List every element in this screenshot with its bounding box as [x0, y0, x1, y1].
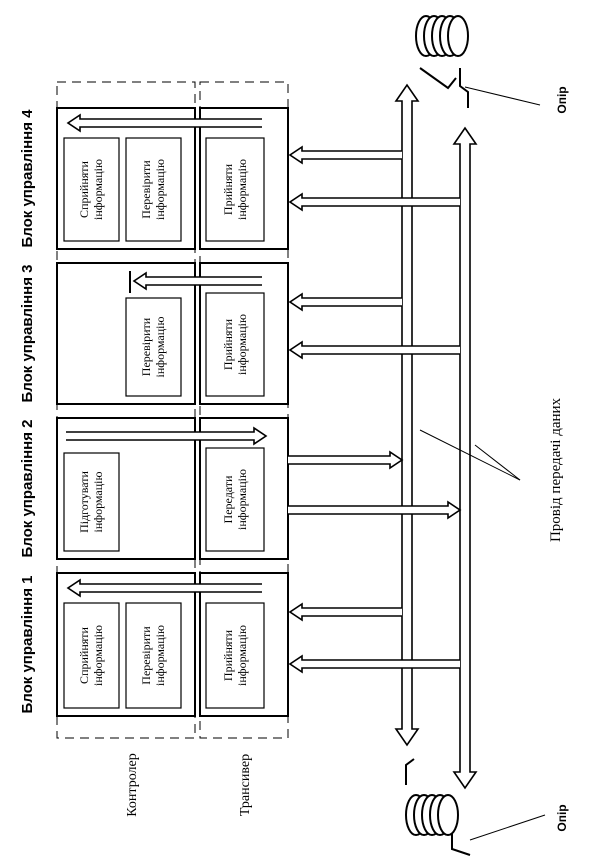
svg-text:Перевірити: Перевірити — [139, 626, 153, 685]
block-title-2: Блок управління 2 — [19, 420, 36, 558]
svg-text:Провід передачі даних: Провід передачі даних — [548, 397, 564, 542]
svg-text:Блок управління 2: Блок управління 2 — [19, 420, 36, 558]
block-2-inner-arrow-right — [66, 426, 268, 446]
link-block-1-low — [288, 654, 460, 674]
svg-text:Блок управління 3: Блок управління 3 — [19, 265, 36, 403]
svg-text:Перевірити: Перевірити — [139, 160, 153, 219]
svg-text:Підготувати: Підготувати — [77, 471, 91, 533]
controller-frame — [56, 107, 196, 250]
svg-text:Прийняти: Прийняти — [221, 629, 235, 681]
resistor-bottom-label: Опір — [555, 804, 569, 831]
function-box-transceiver — [205, 602, 265, 709]
block-4-inner-arrow-left — [66, 113, 262, 133]
transceiver-frame — [199, 107, 289, 250]
link-block-1-high — [288, 602, 402, 622]
bus-line-high — [394, 83, 420, 747]
function-box-perceive — [63, 602, 120, 709]
function-box-transceiver — [205, 447, 265, 552]
svg-text:інформацію: інформацію — [91, 625, 105, 686]
function-box-perceive — [63, 137, 120, 242]
link-block-2-high — [288, 450, 404, 470]
block-3-inner-arrow-left — [132, 271, 262, 291]
controller-frame — [56, 572, 196, 717]
function-box-transceiver — [205, 292, 265, 397]
function-box-check — [125, 137, 182, 242]
block-1-inner-arrow-left — [66, 578, 262, 598]
svg-text:Сприйняти: Сприйняти — [77, 626, 91, 683]
controller-group-outline — [56, 81, 196, 739]
svg-text:Прийняти: Прийняти — [221, 318, 235, 370]
link-block-3-high — [288, 292, 402, 312]
svg-text:Передати: Передати — [221, 475, 235, 524]
link-block-4-low — [288, 192, 460, 212]
bus-line-low — [452, 126, 478, 790]
control-block-3 — [56, 262, 289, 405]
control-block-4 — [56, 107, 289, 250]
controller-direction-arrows — [66, 113, 268, 598]
svg-text:Сприйняти: Сприйняти — [77, 160, 91, 217]
transceiver-group-outline — [199, 81, 289, 739]
controller-frame — [56, 417, 196, 560]
wire-label: Провід передачі даних — [548, 397, 564, 542]
svg-text:інформацію: інформацію — [235, 625, 249, 686]
transceiver-frame — [199, 417, 289, 560]
svg-text:інформацію: інформацію — [235, 469, 249, 530]
function-box-prepare — [63, 452, 120, 552]
controller-label: Контролер — [125, 753, 140, 816]
svg-text:інформацію: інформацію — [235, 314, 249, 375]
resistor-top — [415, 15, 541, 108]
svg-text:Опір: Опір — [555, 86, 569, 113]
svg-text:інформацію: інформацію — [91, 159, 105, 220]
svg-text:Опір: Опір — [555, 804, 569, 831]
controller-frame — [56, 262, 196, 405]
svg-text:Трансивер: Трансивер — [238, 754, 253, 816]
svg-text:Контролер: Контролер — [125, 753, 140, 816]
function-box-check — [125, 602, 182, 709]
svg-text:інформацію: інформацію — [153, 159, 167, 220]
transceiver-label: Трансивер — [238, 754, 253, 816]
link-block-3-low — [288, 340, 460, 360]
data-bus — [394, 83, 478, 790]
link-block-4-high — [288, 145, 402, 165]
function-box-transceiver — [205, 137, 265, 242]
block-title-4: Блок управління 4 — [19, 109, 36, 248]
bus-connections — [288, 145, 462, 674]
svg-text:Блок управління 1: Блок управління 1 — [19, 576, 36, 714]
svg-text:інформацію: інформацію — [153, 625, 167, 686]
control-block-1 — [56, 572, 289, 717]
function-box-check — [125, 297, 182, 397]
wire-label-leaders — [419, 429, 521, 481]
transceiver-frame — [199, 262, 289, 405]
block-title-3: Блок управління 3 — [19, 265, 36, 403]
link-block-2-low — [288, 500, 462, 520]
resistor-bottom — [405, 758, 546, 856]
svg-text:інформацію: інформацію — [91, 472, 105, 533]
svg-text:Прийняти: Прийняти — [221, 163, 235, 215]
svg-text:Перевірити: Перевірити — [139, 317, 153, 376]
svg-text:Блок управління 4: Блок управління 4 — [19, 109, 36, 248]
svg-text:інформацію: інформацію — [153, 317, 167, 378]
block-title-1: Блок управління 1 — [19, 576, 36, 714]
svg-text:інформацію: інформацію — [235, 159, 249, 220]
resistor-top-label: Опір — [555, 86, 569, 113]
transceiver-frame — [199, 572, 289, 717]
control-block-2 — [56, 417, 289, 560]
